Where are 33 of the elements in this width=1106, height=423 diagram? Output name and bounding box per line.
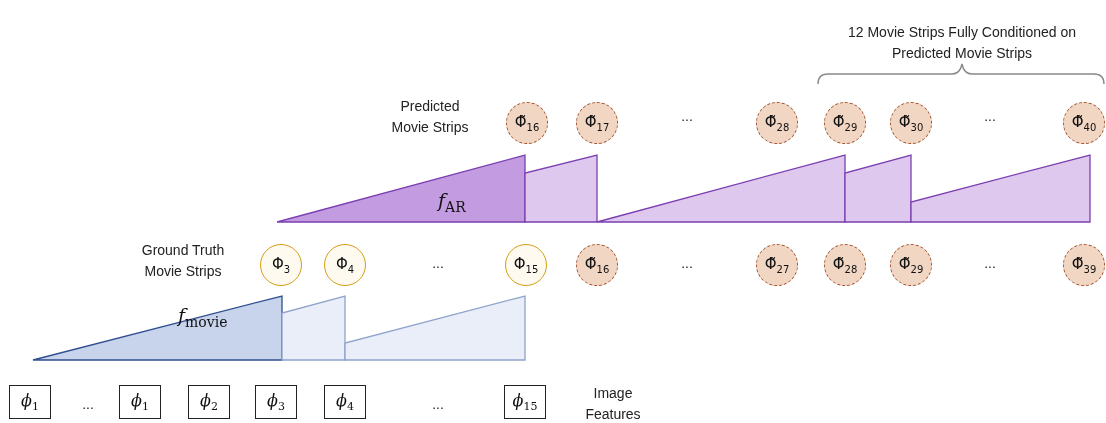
- feature-box: ϕ$_{15}$: [504, 385, 546, 419]
- feature-circle: Φ$_{4}$: [324, 244, 366, 286]
- model-label: f$_{movie}$: [178, 304, 228, 330]
- feature-box: ϕ$_{4}$: [324, 385, 366, 419]
- feature-circle: Φ̃$_{40}$: [1063, 102, 1105, 144]
- feature-box: ϕ$_{1}$: [119, 385, 161, 419]
- ellipsis: ...: [681, 254, 693, 273]
- model-label: f$_{AR}$: [438, 189, 466, 215]
- caption-text: Image Features: [584, 384, 642, 423]
- feature-circle: Φ̃$_{27}$: [756, 244, 798, 286]
- feature-box: ϕ$_{3}$: [255, 385, 297, 419]
- feature-box: ϕ$_{2}$: [188, 385, 230, 419]
- ellipsis: ...: [984, 107, 996, 126]
- feature-circle: Φ̃$_{28}$: [824, 244, 866, 286]
- caption-text: Ground Truth Movie Strips: [140, 241, 226, 281]
- feature-circle: Φ$_{15}$: [505, 244, 547, 286]
- caption-text: 12 Movie Strips Fully Conditioned on Predicted Movie Strips: [847, 23, 1077, 63]
- feature-circle: Φ̃$_{29}$: [824, 102, 866, 144]
- ellipsis: ...: [432, 395, 444, 414]
- ellipsis: ...: [984, 254, 996, 273]
- feature-box: ϕ$_{1}$: [9, 385, 51, 419]
- feature-circle: Φ̃$_{39}$: [1063, 244, 1105, 286]
- feature-circle: Φ$_{3}$: [260, 244, 302, 286]
- ellipsis: ...: [82, 395, 94, 414]
- caption-text: Predicted Movie Strips: [390, 97, 470, 137]
- feature-circle: Φ̃$_{17}$: [576, 102, 618, 144]
- feature-circle: Φ̃$_{30}$: [890, 102, 932, 144]
- feature-circle: Φ̃$_{16}$: [576, 244, 618, 286]
- ellipsis: ...: [681, 107, 693, 126]
- feature-circle: Φ̃$_{29}$: [890, 244, 932, 286]
- feature-circle: Φ̃$_{28}$: [756, 102, 798, 144]
- ellipsis: ...: [432, 254, 444, 273]
- feature-circle: Φ̃$_{16}$: [506, 102, 548, 144]
